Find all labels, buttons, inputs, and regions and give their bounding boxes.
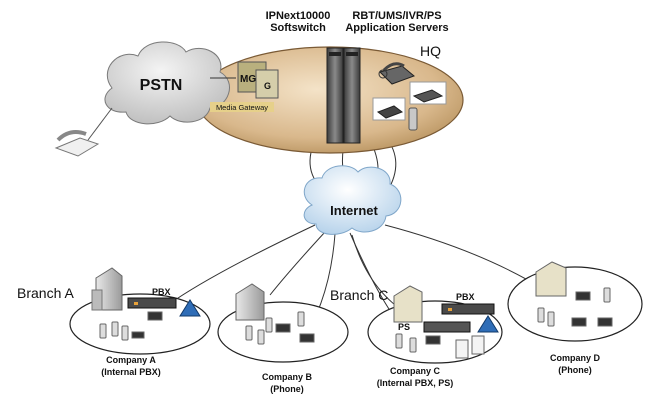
company-b-desc: (Phone) xyxy=(270,384,304,394)
internet-label: Internet xyxy=(330,203,378,218)
company-d-name: Company D xyxy=(550,353,601,363)
media-gateway-label: Media Gateway xyxy=(216,103,268,112)
softswitch-subtitle: Softswitch xyxy=(270,22,326,34)
company-b-phones-icon xyxy=(245,311,315,345)
company-c-desc: (Internal PBX, PS) xyxy=(377,378,454,388)
branch-c-pbx-label: PBX xyxy=(456,292,475,302)
server-rack-icon xyxy=(326,47,361,144)
hq-label: HQ xyxy=(420,43,441,59)
softswitch-title: IPNext10000 xyxy=(266,10,331,22)
branch-a-pbx-label: PBX xyxy=(152,287,171,297)
company-a-pbx-icon xyxy=(127,297,201,317)
hq-ip-phone-icon xyxy=(372,62,447,131)
company-b-building-icon xyxy=(235,283,265,321)
company-a-name: Company A xyxy=(106,355,156,365)
company-c-devices-icon xyxy=(395,333,485,359)
company-b-name: Company B xyxy=(262,372,313,382)
servers-title: RBT/UMS/IVR/PS xyxy=(352,10,441,22)
pstn-cloud xyxy=(104,41,230,125)
company-c-building-icon xyxy=(393,285,423,323)
mg-tag: MG xyxy=(240,74,256,85)
company-c-name: Company C xyxy=(390,366,441,376)
branch-c-ps-label: PS xyxy=(398,322,410,332)
company-a-devices-icon xyxy=(99,311,163,341)
pstn-label: PSTN xyxy=(140,77,183,94)
company-d-desc: (Phone) xyxy=(558,365,592,375)
internet-cloud xyxy=(303,165,402,235)
company-a-desc: (Internal PBX) xyxy=(101,367,161,377)
company-d-phones-icon xyxy=(537,287,613,327)
servers-subtitle: Application Servers xyxy=(345,22,448,34)
desk-phone-icon xyxy=(54,107,113,157)
company-a-building-icon xyxy=(91,267,123,311)
branch-a-label: Branch A xyxy=(17,285,74,301)
media-gateway-icon: MG G xyxy=(237,61,279,99)
company-c-pbx-icon xyxy=(423,303,499,333)
g-tag: G xyxy=(264,81,271,91)
branch-c-label: Branch C xyxy=(330,287,388,303)
media-gateway-label-bg xyxy=(210,102,274,112)
company-d-building-icon xyxy=(535,261,567,297)
